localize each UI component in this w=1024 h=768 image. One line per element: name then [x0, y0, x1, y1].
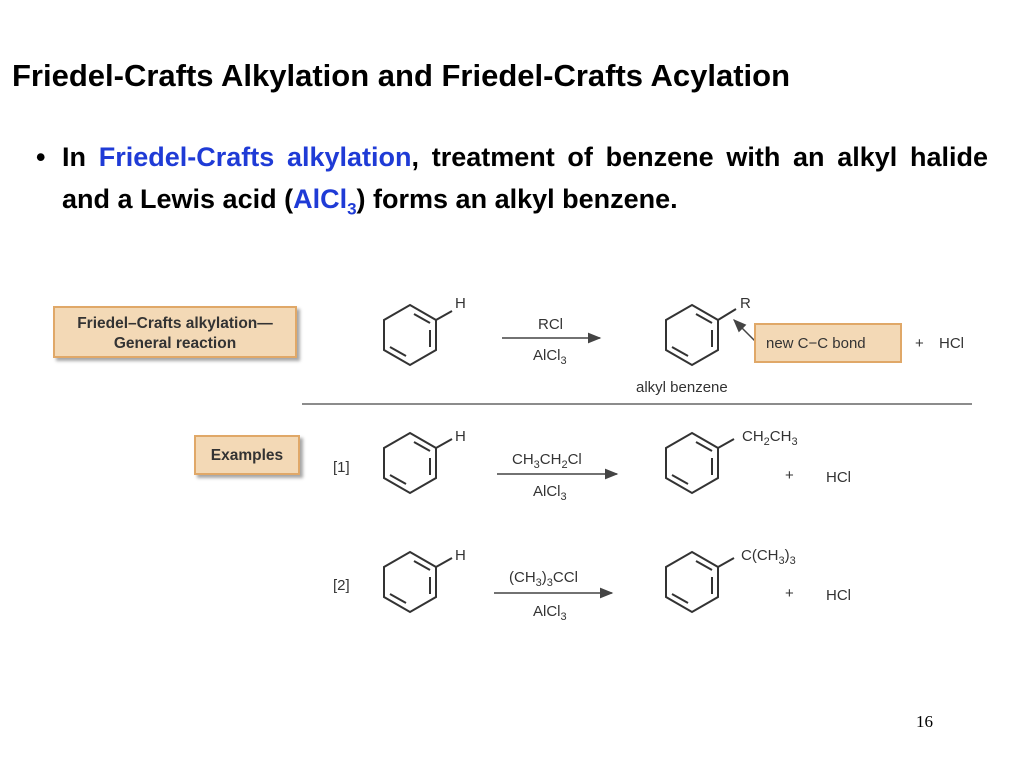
bullet-point: • In Friedel-Crafts alkylation, treatmen… [36, 136, 988, 220]
bullet-catalyst: AlCl3 [293, 184, 356, 217]
plus-sign: + [915, 335, 924, 352]
reactant-h: H [455, 295, 466, 312]
catalyst-main: AlCl [293, 184, 348, 214]
example-1-label: [1] [333, 459, 350, 476]
byproduct-hcl: HCl [826, 587, 851, 604]
product-name: alkyl benzene [636, 379, 728, 396]
callout-arrow [733, 319, 758, 344]
product-substituent: C(CH3)3 [741, 547, 796, 567]
benzene-reactant [383, 551, 453, 613]
page-number: 16 [916, 712, 933, 731]
new-bond-box [754, 323, 902, 363]
example-2-label: [2] [333, 577, 350, 594]
byproduct-hcl: HCl [939, 335, 964, 352]
reagent-top: (CH3)3CCl [509, 569, 578, 589]
examples-label: Examples [194, 435, 300, 475]
bullet-marker: • [36, 142, 46, 172]
reagent-top: CH3CH2Cl [512, 451, 582, 471]
benzene-product [665, 304, 737, 366]
example-1: [1] H CH3CH2Cl AlCl3 CH2CH3 + HCl [333, 428, 851, 503]
product-r: R [740, 295, 751, 312]
slide-title: Friedel-Crafts Alkylation and Friedel-Cr… [12, 58, 791, 93]
plus-sign: + [785, 467, 794, 484]
reagent-bottom: AlCl3 [533, 347, 567, 367]
plus-sign: + [785, 585, 794, 602]
bullet-pre: In [62, 142, 99, 172]
bullet-text: In Friedel-Crafts alkylation, treatment … [62, 136, 988, 220]
benzene-product [665, 432, 735, 494]
general-reaction: H RCl AlCl3 R alkyl benzene new C−C bond… [383, 295, 964, 396]
bullet-post: ) forms an alkyl benzene. [356, 184, 678, 214]
general-reaction-label: Friedel–Crafts alkylation— General react… [53, 306, 297, 358]
benzene-reactant [383, 304, 453, 366]
new-bond-label: new C−C bond [766, 335, 866, 352]
benzene-reactant [383, 432, 453, 494]
product-substituent: CH2CH3 [742, 428, 798, 448]
reagent-top: RCl [538, 316, 563, 333]
reactant-h: H [455, 547, 466, 564]
bullet-mid: , treatment of benzene with an alkyl hal… [62, 142, 989, 214]
reagent-bottom: AlCl3 [533, 483, 567, 503]
benzene-product [665, 551, 735, 613]
reagent-bottom: AlCl3 [533, 603, 567, 623]
bullet-term: Friedel-Crafts alkylation [98, 142, 412, 172]
catalyst-sub: 3 [347, 199, 357, 219]
byproduct-hcl: HCl [826, 469, 851, 486]
reactant-h: H [455, 428, 466, 445]
general-label-line1: Friedel–Crafts alkylation— [77, 315, 273, 332]
general-label-line2: General reaction [113, 335, 237, 352]
example-2: [2] H (CH3)3CCl AlCl3 C(CH3)3 + HCl [333, 547, 851, 623]
